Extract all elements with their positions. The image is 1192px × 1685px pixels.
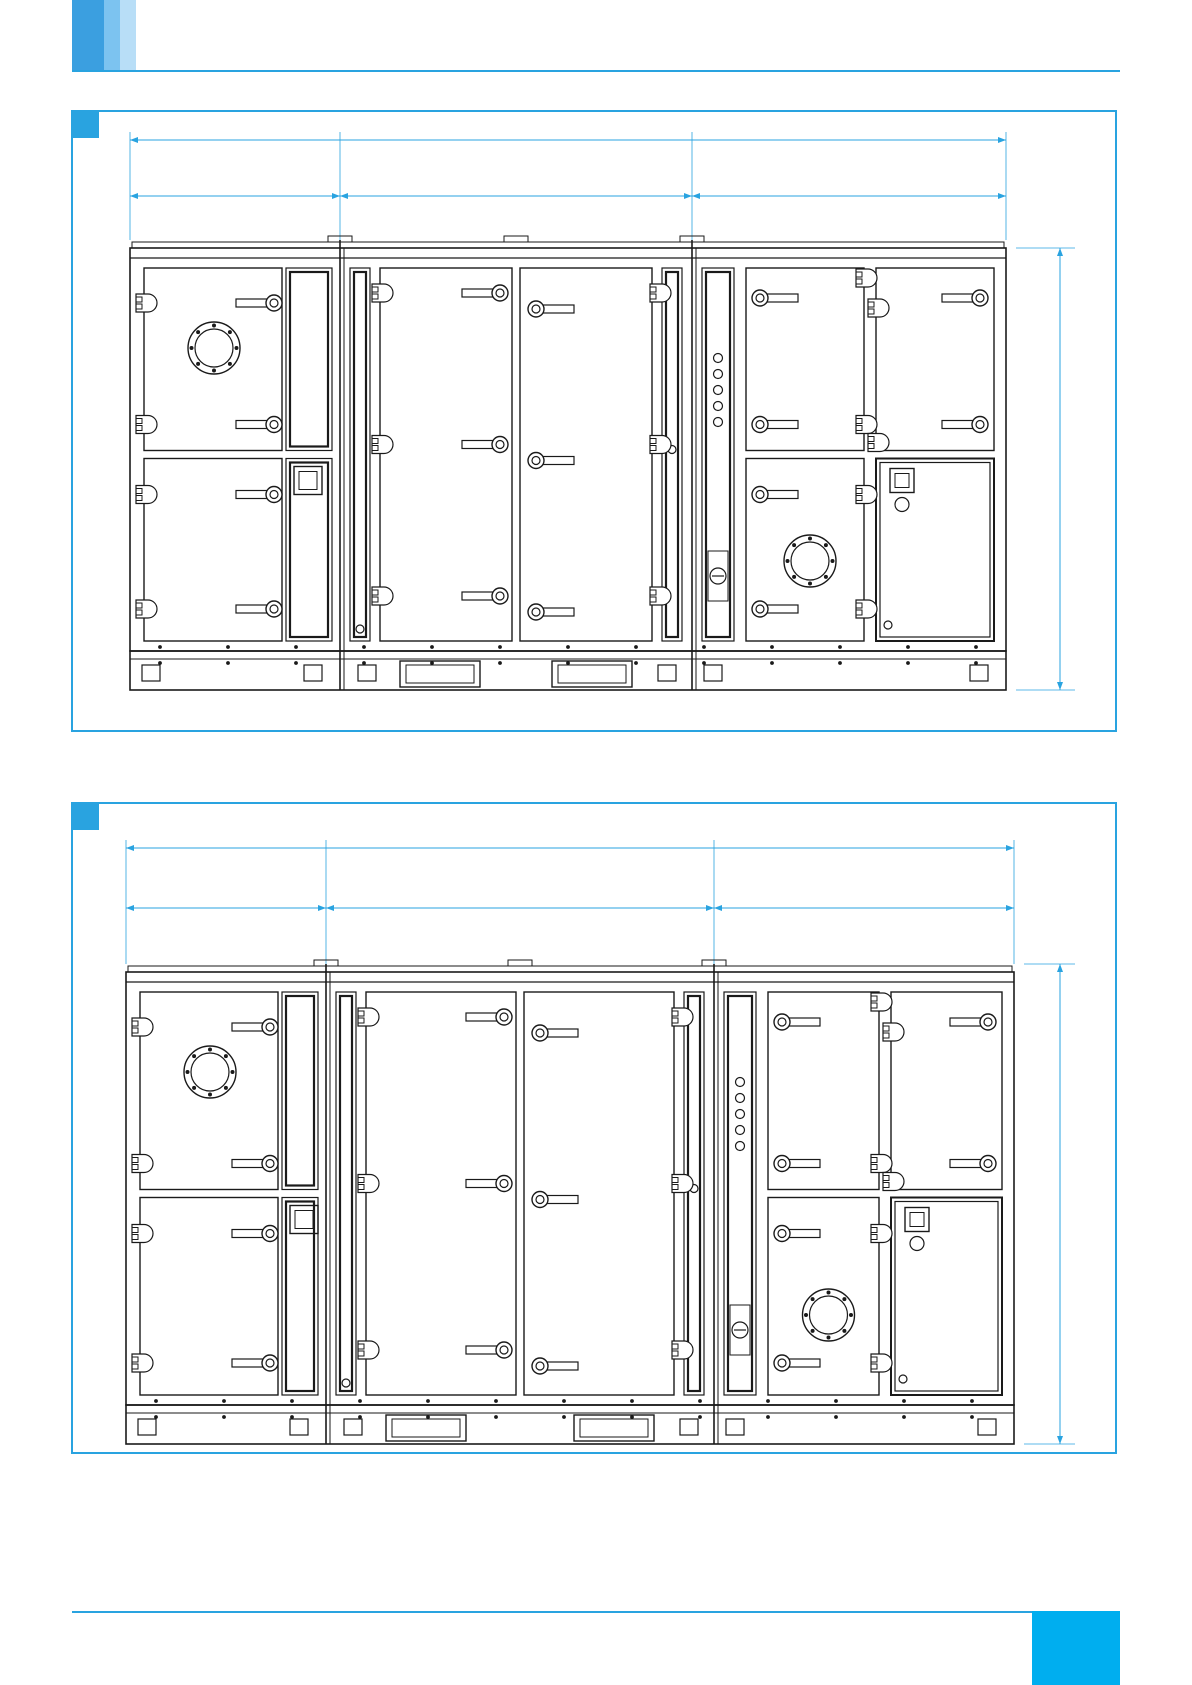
header-rule	[72, 70, 1120, 72]
header-tab-mid	[104, 0, 120, 71]
header-tab-dark	[72, 0, 104, 71]
header-tab-light	[120, 0, 136, 71]
page-number-tab	[1032, 1611, 1120, 1685]
figure-panel-2	[71, 802, 1117, 1454]
figure-panel-1	[71, 110, 1117, 732]
header-tabs	[72, 0, 136, 71]
figure-badge-2	[73, 804, 99, 830]
figure-badge-1	[73, 112, 99, 138]
footer-rule	[72, 1611, 1032, 1613]
